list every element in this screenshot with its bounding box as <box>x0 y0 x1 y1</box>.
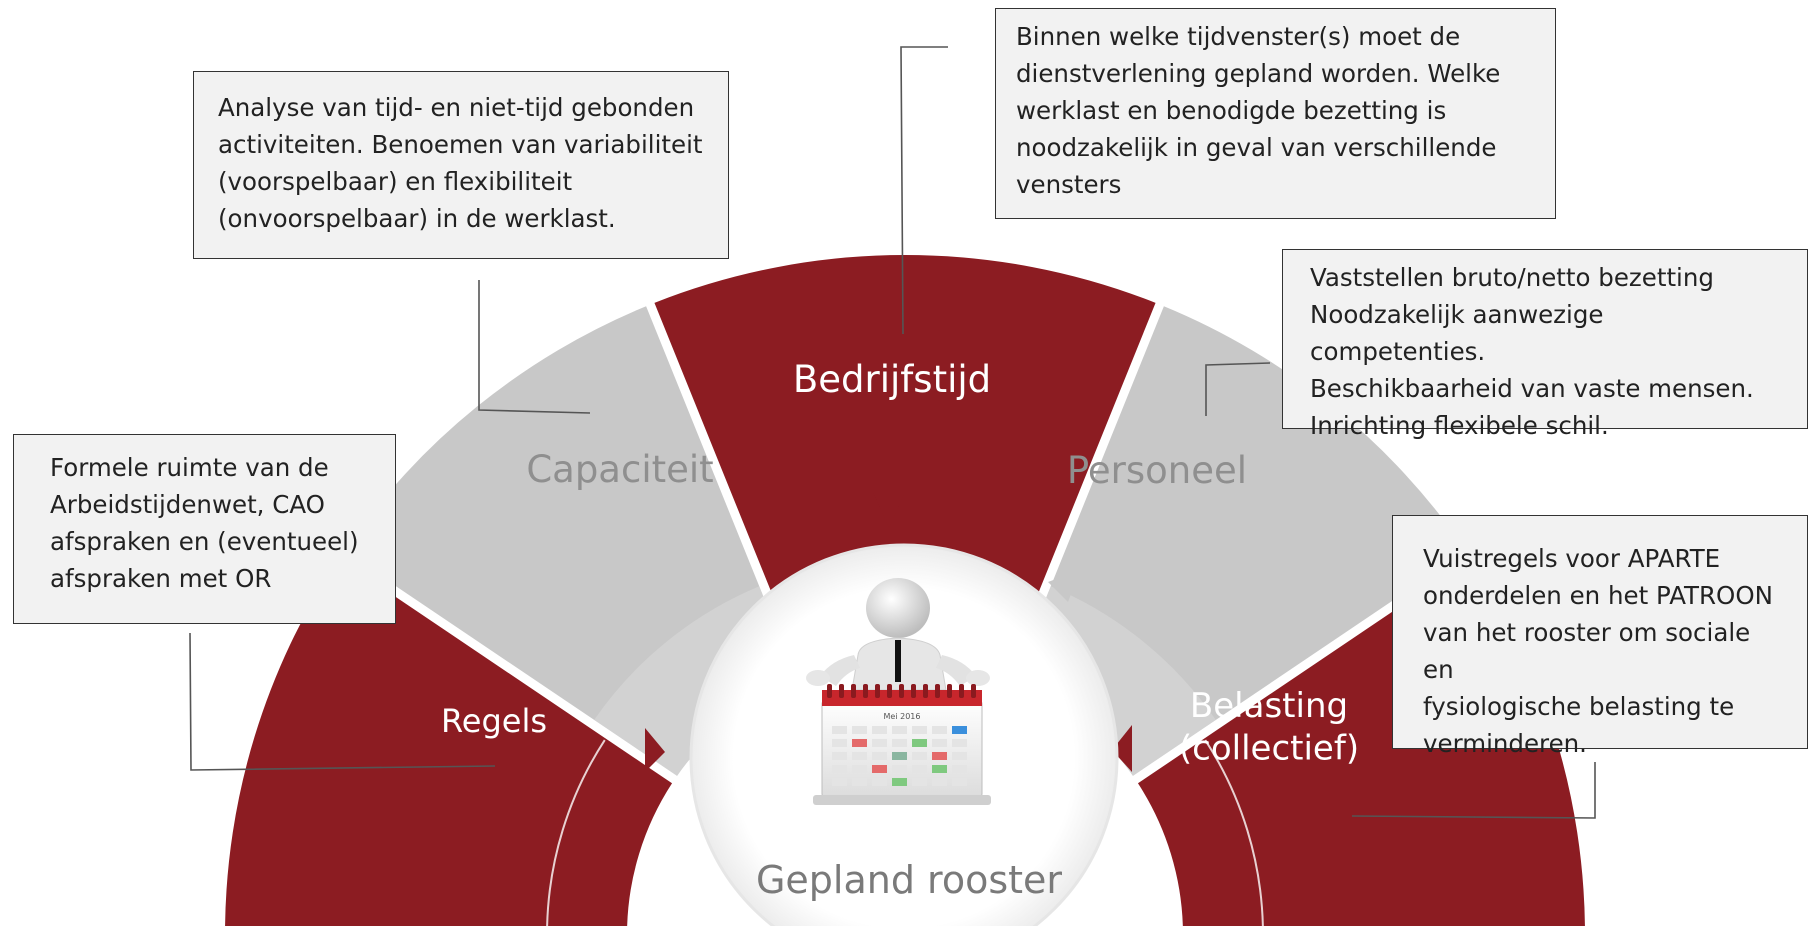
note-belasting: Vuistregels voor APARTE onderdelen en he… <box>1392 515 1808 758</box>
pointer-regels <box>645 728 665 772</box>
connector-lines <box>189 46 1596 819</box>
connector-personeel <box>1205 362 1271 416</box>
segment-label-capaciteit: Capaciteit <box>526 448 713 491</box>
note-regels: Formele ruimte van de Arbeidstijdenwet, … <box>13 434 396 624</box>
note-bedrijfstijd: Binnen welke tijdvenster(s) moet de dien… <box>995 8 1556 219</box>
calendar-month-label: Mei 2016 <box>884 712 921 721</box>
segment-bedrijfstijd <box>654 255 1156 676</box>
connector-regels <box>189 632 496 771</box>
segment-regels <box>225 558 673 926</box>
segment-label-regels: Regels <box>441 702 547 740</box>
segment-label-belasting: Belasting(collectief) <box>1179 686 1359 769</box>
connector-belasting <box>1351 762 1596 819</box>
connector-capaciteit <box>478 280 591 414</box>
connector-bedrijfstijd <box>900 46 948 335</box>
center-label: Gepland rooster <box>756 858 1062 902</box>
pointer-belasting <box>1112 725 1132 772</box>
pointer-bedrijfstijd <box>873 492 905 528</box>
segment-label-bedrijfstijd: Bedrijfstijd <box>793 358 991 401</box>
note-personeel: Vaststellen bruto/netto bezetting Noodza… <box>1282 249 1808 440</box>
pointer-capaciteit <box>700 580 735 610</box>
person-with-calendar-icon: Mei 2016 <box>806 578 991 805</box>
segment-label-personeel: Personeel <box>1067 449 1247 492</box>
note-capaciteit: Analyse van tijd- en niet-tijd gebonden … <box>193 71 729 259</box>
pointer-personeel <box>1048 570 1080 602</box>
pointer-group <box>645 492 1132 772</box>
